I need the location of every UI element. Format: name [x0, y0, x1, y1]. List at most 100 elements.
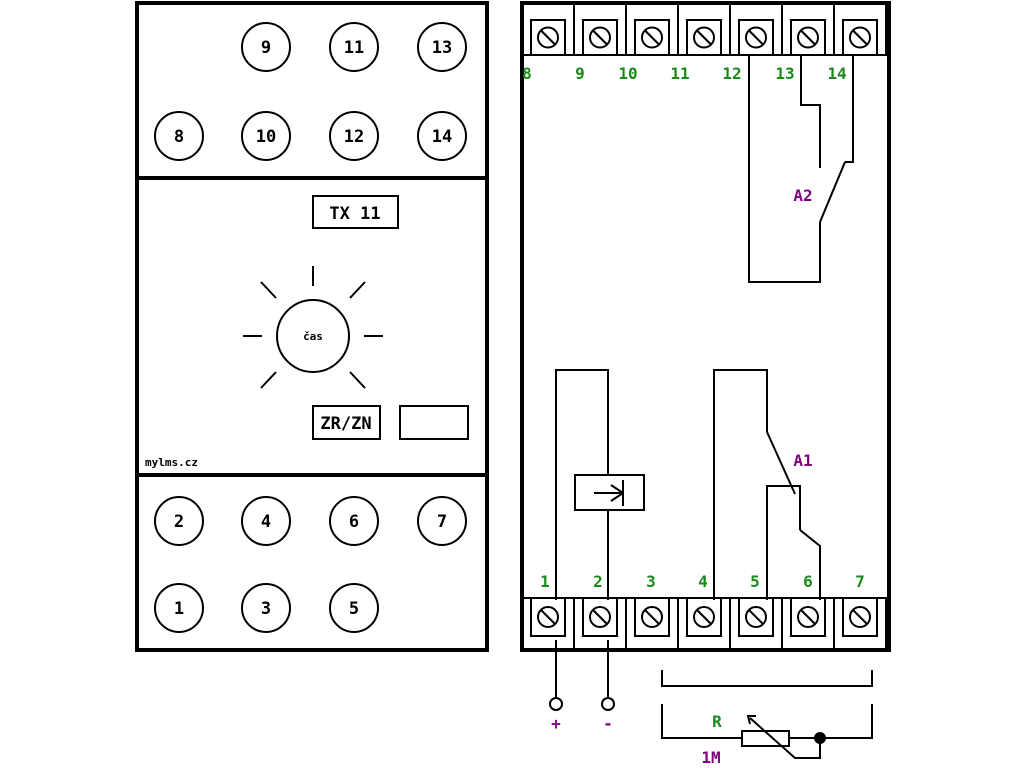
bottom-terminal-numbers: 1 2 3 4 5 6 7: [540, 572, 865, 591]
screw-terminal-5: [729, 597, 783, 651]
contact-a2-label: A2: [793, 186, 812, 205]
terminal-number-9: 9: [575, 64, 585, 83]
coil-circuit: [555, 369, 645, 600]
supply-terminal-minus: [601, 697, 615, 711]
front-housing: [135, 1, 489, 652]
terminal-circle-label: 5: [349, 599, 359, 619]
mode-label: ZR/ZN: [320, 414, 371, 434]
terminal-number-2: 2: [593, 572, 603, 591]
terminal-circle-label: 2: [174, 512, 184, 532]
bracket-lower: [661, 704, 742, 739]
bottom-terminal-circles: 2 4 6 7 1 3 5: [154, 496, 467, 633]
time-dial-knob: [276, 299, 350, 373]
terminal-circle-4: 4: [241, 496, 291, 546]
terminal-circle-10: 10: [241, 111, 291, 161]
terminal-circle-label: 8: [174, 127, 184, 147]
terminal-number-13: 13: [775, 64, 794, 83]
terminal-circle-label: 3: [261, 599, 271, 619]
terminal-number-7: 7: [855, 572, 865, 591]
wiper-arrowhead: [746, 715, 756, 725]
terminal-circle-7: 7: [417, 496, 467, 546]
terminal-circle-label: 7: [437, 512, 447, 532]
screw-terminal-11: [677, 2, 731, 56]
screw-terminal-12: [729, 2, 783, 56]
a2-switch-blade: [819, 161, 846, 223]
coil-wire-1: [555, 369, 609, 600]
screw-terminal-2: [573, 597, 627, 651]
terminal-number-5: 5: [750, 572, 760, 591]
terminal-number-10: 10: [618, 64, 637, 83]
wiper-wire: [749, 717, 821, 759]
bottom-terminal-strip: [521, 597, 887, 651]
terminal-circle-label: 6: [349, 512, 359, 532]
top-terminal-circles: 9 11 13 8 10 12: [154, 22, 467, 161]
coil-symbol: [574, 474, 645, 511]
terminal-circle-12: 12: [329, 111, 379, 161]
screw-terminal-6: [781, 597, 835, 651]
bracket-lower-right: [820, 704, 873, 739]
terminal-number-14: 14: [827, 64, 846, 83]
schematic-housing: [520, 1, 891, 652]
terminal-circle-label: 9: [261, 38, 271, 58]
screw-terminal-8: [521, 2, 575, 56]
terminal-circle-1: 1: [154, 583, 204, 633]
mode-indicator-window: [399, 405, 469, 440]
terminal-number-12: 12: [722, 64, 741, 83]
terminal-circle-5: 5: [329, 583, 379, 633]
resistor-label: R: [712, 712, 722, 731]
terminal-circle-label: 12: [344, 127, 364, 147]
top-terminal-numbers: 8 9 10 11 12 13 14: [522, 64, 846, 83]
resistor-body: [741, 730, 790, 747]
terminal-circle-label: 11: [344, 38, 364, 58]
external-potentiometer: R 1M: [661, 670, 873, 767]
terminal-number-4: 4: [698, 572, 708, 591]
terminal-number-6: 6: [803, 572, 813, 591]
mode-label-box: ZR/ZN: [312, 405, 381, 440]
coil-symbol-stroke-d: [610, 484, 624, 494]
terminal-circle-label: 1: [174, 599, 184, 619]
a1-wire-6: [799, 529, 821, 600]
screw-terminal-14: [833, 2, 887, 56]
screw-terminal-4: [677, 597, 731, 651]
bracket-upper: [661, 670, 873, 687]
a1-switch-blade: [766, 431, 796, 495]
screw-terminal-3: [625, 597, 679, 651]
terminal-number-8: 8: [522, 64, 532, 83]
screw-terminal-1: [521, 597, 575, 651]
schematic-view: 8 9 10 11 12 13 14 1 2 3 4 5 6 7 A2: [520, 1, 891, 767]
screw-terminal-13: [781, 2, 835, 56]
a2-wire-13: [800, 55, 821, 168]
time-dial-rays: [243, 266, 383, 389]
terminal-circle-9: 9: [241, 22, 291, 72]
terminal-number-3: 3: [646, 572, 656, 591]
terminal-circle-label: 4: [261, 512, 271, 532]
supply-leads: + -: [549, 640, 615, 733]
terminal-number-1: 1: [540, 572, 550, 591]
a2-wire-14: [845, 55, 854, 163]
terminal-circle-13: 13: [417, 22, 467, 72]
terminal-circle-11: 11: [329, 22, 379, 72]
terminal-number-11: 11: [670, 64, 689, 83]
time-dial: čas: [243, 266, 383, 389]
supply-plus-label: +: [551, 714, 561, 733]
contact-a1-circuit: A1: [713, 369, 821, 600]
front-view: 9 11 13 8 10 12: [135, 1, 489, 652]
terminal-circle-label: 10: [256, 127, 276, 147]
screw-terminal-10: [625, 2, 679, 56]
terminal-circle-2: 2: [154, 496, 204, 546]
contact-a1-label: A1: [793, 451, 812, 470]
terminal-circle-3: 3: [241, 583, 291, 633]
resistor-value: 1M: [701, 748, 720, 767]
model-label: TX 11: [329, 204, 380, 224]
screw-terminal-7: [833, 597, 887, 651]
a2-wire-12: [748, 55, 821, 283]
terminal-circle-8: 8: [154, 111, 204, 161]
a1-wire-4: [713, 369, 768, 600]
supply-terminal-plus: [549, 697, 563, 711]
watermark: mylms.cz: [145, 456, 198, 469]
coil-symbol-stroke-d2: [610, 492, 624, 502]
supply-minus-label: -: [603, 714, 613, 733]
terminal-circle-14: 14: [417, 111, 467, 161]
contact-a2-circuit: A2: [748, 55, 854, 283]
model-label-box: TX 11: [312, 195, 399, 229]
